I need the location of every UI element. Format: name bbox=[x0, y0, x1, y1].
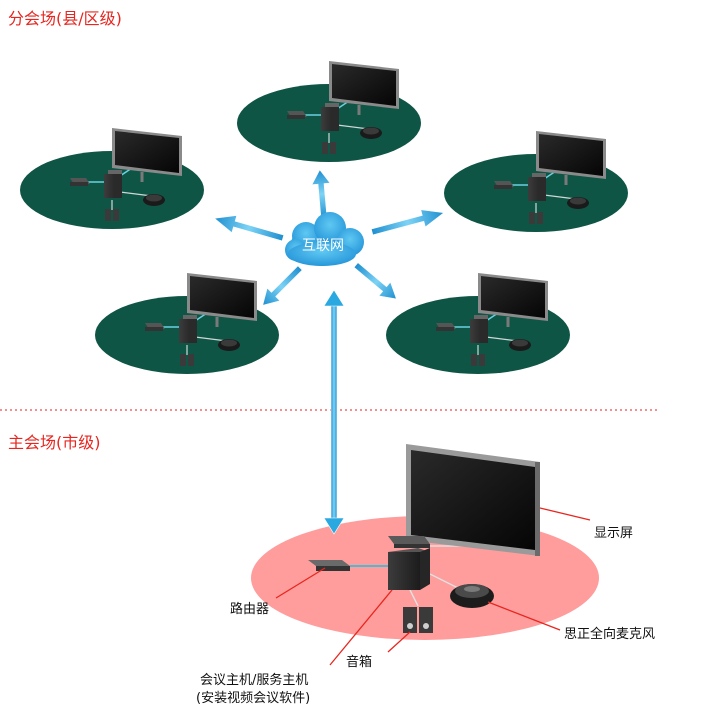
arrow-to-upper-right bbox=[369, 203, 447, 242]
arrow-to-top bbox=[310, 168, 334, 220]
cloud-label: 互联网 bbox=[302, 238, 344, 254]
branch-site-lower-left bbox=[93, 271, 281, 376]
host-label-line2: (安装视频会议软件) bbox=[196, 691, 310, 706]
monitor-icon bbox=[406, 444, 540, 556]
arrow-to-upper-left bbox=[211, 209, 286, 247]
branch-site-top bbox=[235, 59, 423, 164]
mic-label: 思正全向麦克风 bbox=[564, 626, 655, 642]
main-section-title: 主会场(市级) bbox=[8, 433, 101, 452]
branch-site-upper-right bbox=[442, 129, 630, 234]
arrow-to-main-site bbox=[323, 289, 345, 535]
speaker-label: 音箱 bbox=[346, 654, 372, 670]
router-label: 路由器 bbox=[230, 601, 269, 617]
arrow-to-lower-right bbox=[349, 257, 403, 307]
microphone-icon bbox=[450, 584, 494, 608]
arrow-to-lower-left bbox=[256, 261, 307, 312]
display-label: 显示屏 bbox=[594, 526, 633, 541]
branch-site-upper-left bbox=[18, 126, 206, 231]
computer-icon bbox=[388, 548, 430, 590]
speaker-icon bbox=[403, 607, 433, 633]
router-icon bbox=[308, 560, 350, 571]
branch-site-lower-right bbox=[384, 271, 572, 376]
leader-lines bbox=[275, 507, 591, 666]
branch-section-title: 分会场(县/区级) bbox=[8, 9, 122, 28]
cloud-icon bbox=[285, 212, 364, 266]
host-label-line1: 会议主机/服务主机 bbox=[200, 672, 308, 688]
main-site-equipment bbox=[308, 444, 540, 633]
